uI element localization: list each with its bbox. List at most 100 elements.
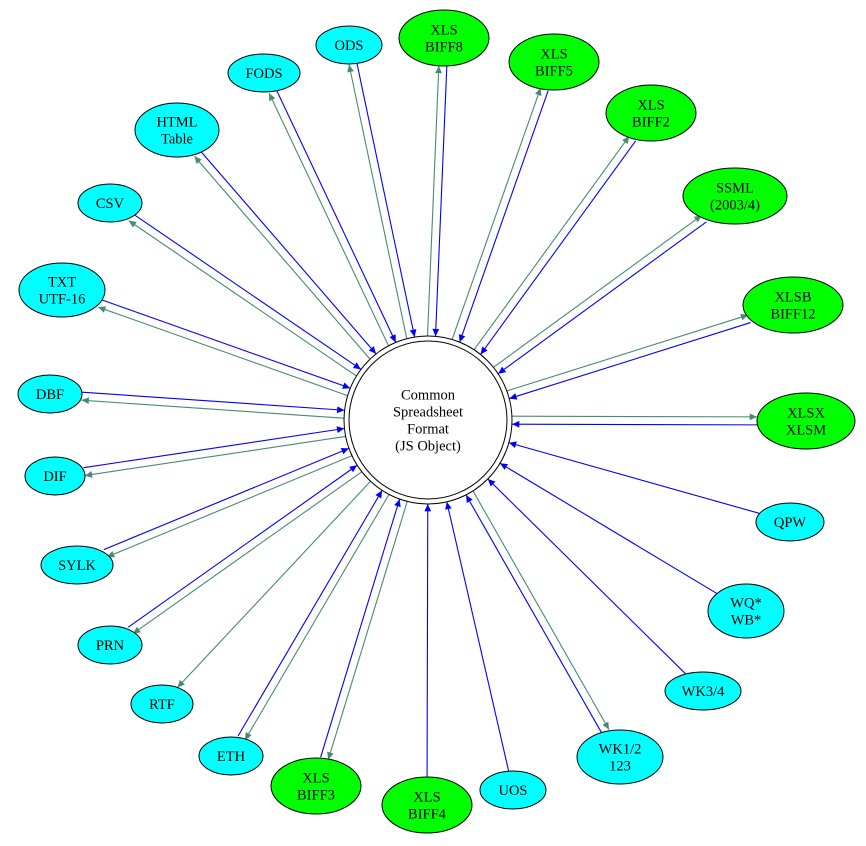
edge-xlsx [511,413,758,428]
edge-qpw [508,441,760,514]
node-ellipse-html-table [134,102,220,158]
node-ellipse-uos [479,770,547,810]
read-arrow-csv [132,213,362,370]
edge-prn [127,464,363,635]
node-rtf: RTF [130,684,194,724]
write-arrow-dbf [81,397,344,419]
node-label-uos: UOS [498,783,527,799]
edge-xls-biff8 [426,65,448,337]
write-arrow-xls-biff5 [451,87,542,340]
edge-wk12-123 [465,490,610,734]
read-arrow-xls-biff5 [458,90,549,343]
write-arrow-xls-biff2 [473,135,630,351]
node-ellipse-rtf [130,684,194,724]
edge-txt-utf16 [97,299,351,397]
node-dif: DIF [24,456,86,496]
edge-sylk [103,447,353,558]
read-arrow-uos [445,501,510,772]
read-arrow-wk12-123 [465,494,603,734]
write-arrow-txt-utf16 [97,306,348,397]
write-arrow-wk12-123 [472,490,610,730]
read-arrow-prn [127,464,358,628]
write-arrow-sylk [106,455,353,558]
node-label-eth: ETH [217,749,246,765]
node-dbf: DBF [17,374,83,414]
write-arrow-eth [244,494,390,741]
node-ellipse-xls-biff2 [605,84,697,142]
node-ellipse-dbf [17,374,83,414]
write-arrow-ssml [493,214,703,368]
node-ellipse-xlsx [756,392,856,450]
node-label-wq-wb: WQ*WB* [730,596,761,629]
node-qpw: QPW [755,502,825,542]
edge-eth [237,490,390,741]
write-arrow-dif [84,435,346,478]
read-arrow-xlsx [511,420,757,428]
read-arrow-xls-biff8 [432,66,448,337]
node-label-wk34: WK3/4 [682,684,725,700]
node-ellipse-fods [227,53,301,93]
node-ellipse-ods [315,25,383,65]
node-ellipse-xls-biff5 [508,33,600,91]
edge-xls-biff2 [473,135,637,355]
read-arrow-eth [237,490,383,737]
node-label-ods: ODS [334,38,363,54]
read-arrow-wq-wb [499,462,718,595]
node-ellipse-qpw [755,502,825,542]
node-label-prn: PRN [96,638,125,654]
node-ellipse-eth [198,736,264,776]
node-ellipse-xls-biff3 [270,757,362,815]
node-ellipse-wk12-123 [576,729,664,785]
edge-rtf [177,480,371,688]
node-ellipse-xls-biff8 [398,9,490,67]
node-label-ssml: SSML(2003/4) [710,181,760,214]
edge-xls-biff3 [320,498,408,760]
node-ellipse-xls-biff4 [381,776,473,834]
node-wk34: WK3/4 [664,671,742,711]
edge-wq-wb [499,462,718,595]
node-label-fods: FODS [245,66,282,82]
read-arrow-fods [275,89,397,343]
center-outer-circle [343,335,513,505]
read-arrow-txt-utf16 [100,299,351,389]
read-arrow-xls-biff3 [320,498,401,758]
write-arrow-xlsb [506,313,749,392]
edges-layer [81,62,760,778]
write-arrow-ods [347,64,408,339]
write-arrow-html-table [193,155,371,360]
write-arrow-xls-biff3 [327,501,408,760]
write-arrow-csv [128,220,357,377]
node-ellipse-wq-wb [707,583,785,639]
node-label-rtf: RTF [149,697,175,713]
read-arrow-sylk [103,447,350,551]
read-arrow-dbf [82,391,345,414]
edge-ssml [493,214,707,375]
edge-csv [128,213,362,377]
read-arrow-xls-biff4 [424,503,432,778]
node-sylk: SYLK [40,545,114,585]
edge-xls-biff4 [424,503,432,778]
node-prn: PRN [77,625,143,665]
